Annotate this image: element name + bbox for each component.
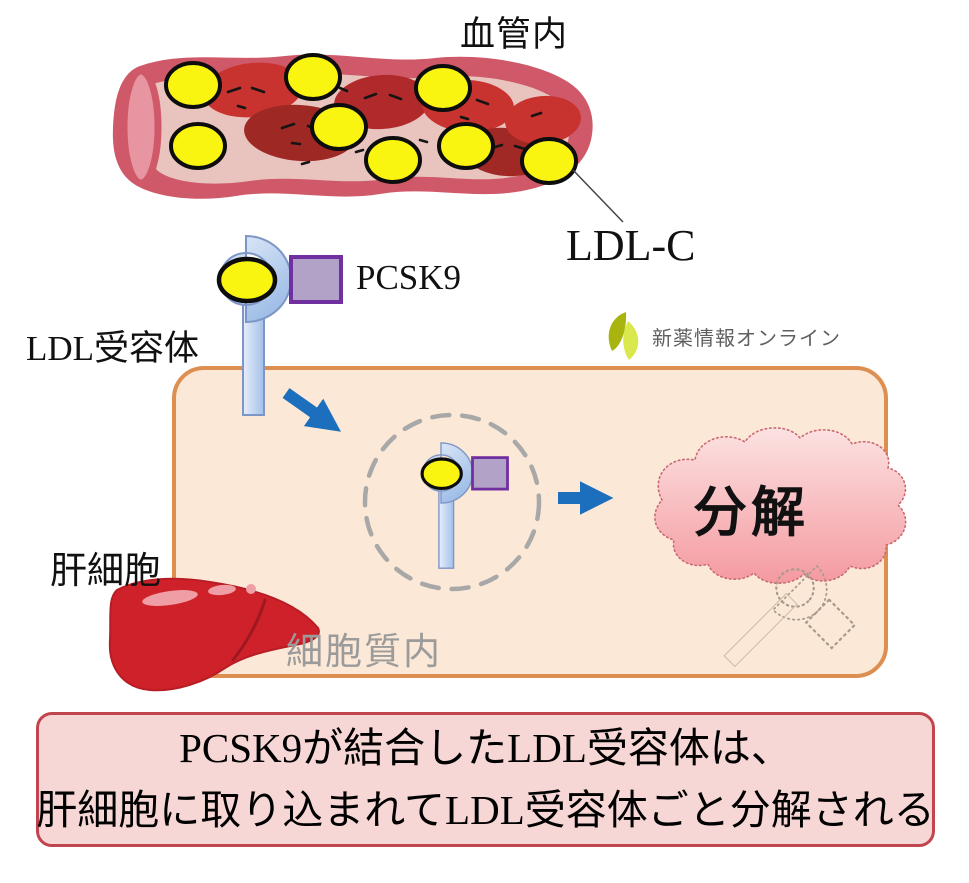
ldl-c-label: LDL-C [566,221,696,270]
liver-illustration [108,577,320,692]
ldl-c-particles [164,53,578,185]
ldl-receptor-label: LDL受容体 [26,329,200,368]
pcsk9-label: PCSK9 [356,258,462,297]
vessel-opening [120,67,162,187]
caption-box: PCSK9が結合したLDL受容体は、 肝細胞に取り込まれてLDL受容体ごと分解さ… [36,712,935,847]
vessel-label: 血管内 [460,15,569,54]
degraded-receptor-outline [723,564,857,668]
cytoplasm-label: 細胞質内 [286,631,442,672]
internalization-arrow [282,388,341,432]
leaf-icon [608,312,639,360]
site-logo: 新薬情報オンライン [604,310,841,362]
degradation-cloud [654,427,907,585]
endosome-dashed-circle [362,412,542,592]
ldl-c-leader-line [572,169,624,223]
caption-line-1: PCSK9が結合したLDL受容体は、 [179,725,792,771]
degradation-label: 分解 [693,483,809,543]
blood-vessel-illustration [112,53,593,199]
site-logo-text: 新薬情報オンライン [652,327,841,350]
caption-line-2: 肝細胞に取り込まれてLDL受容体ごと分解される [36,786,935,833]
hepatocyte-label: 肝細胞 [50,550,161,591]
